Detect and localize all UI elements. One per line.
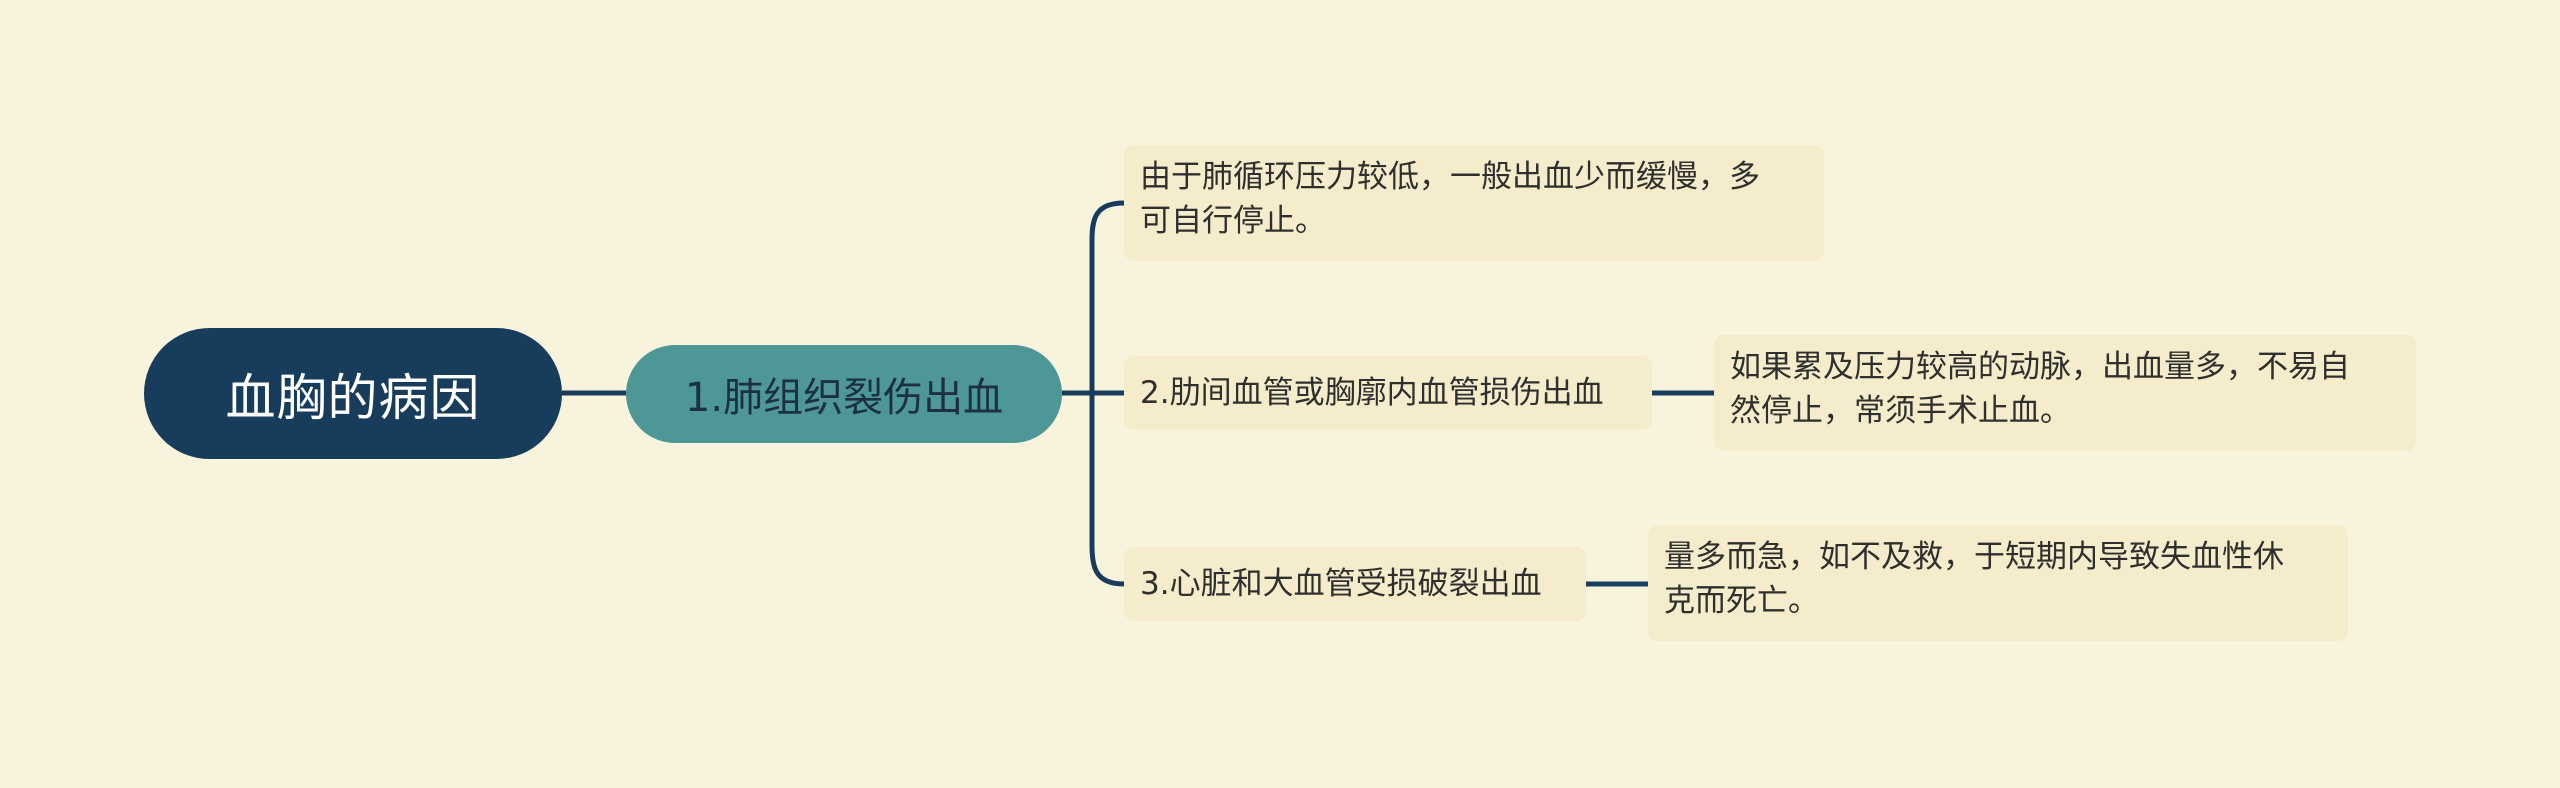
root-topic[interactable]: 血胸的病因 xyxy=(144,328,562,459)
main-topic-lung-laceration[interactable]: 1.肺组织裂伤出血 xyxy=(626,345,1062,443)
subtopic-line: 由于肺循环压力较低，一般出血少而缓慢，多 xyxy=(1140,159,1760,195)
subtopic-heart-great-vessels[interactable]: 3.心脏和大血管受损破裂出血 xyxy=(1124,547,1586,621)
detail-line: 量多而急，如不及救，于短期内导致失血性休 xyxy=(1664,539,2284,575)
detail-heart-great-vessels[interactable]: 量多而急，如不及救，于短期内导致失血性休 克而死亡。 xyxy=(1648,525,2348,641)
subtopic-line: 可自行停止。 xyxy=(1140,203,1326,239)
subtopic-label: 2.肋间血管或胸廓内血管损伤出血 xyxy=(1140,375,1604,411)
detail-line: 克而死亡。 xyxy=(1664,583,1819,619)
detail-line: 如果累及压力较高的动脉，出血量多，不易自 xyxy=(1730,349,2350,385)
subtopic-label: 3.心脏和大血管受损破裂出血 xyxy=(1140,566,1542,602)
detail-line: 然停止，常须手术止血。 xyxy=(1730,393,2071,429)
subtopic-intercostal-vessel[interactable]: 2.肋间血管或胸廓内血管损伤出血 xyxy=(1124,356,1652,430)
detail-intercostal-vessel[interactable]: 如果累及压力较高的动脉，出血量多，不易自 然停止，常须手术止血。 xyxy=(1714,335,2416,451)
subtopic-lung-bleeding-detail[interactable]: 由于肺循环压力较低，一般出血少而缓慢，多 可自行停止。 xyxy=(1124,145,1824,261)
